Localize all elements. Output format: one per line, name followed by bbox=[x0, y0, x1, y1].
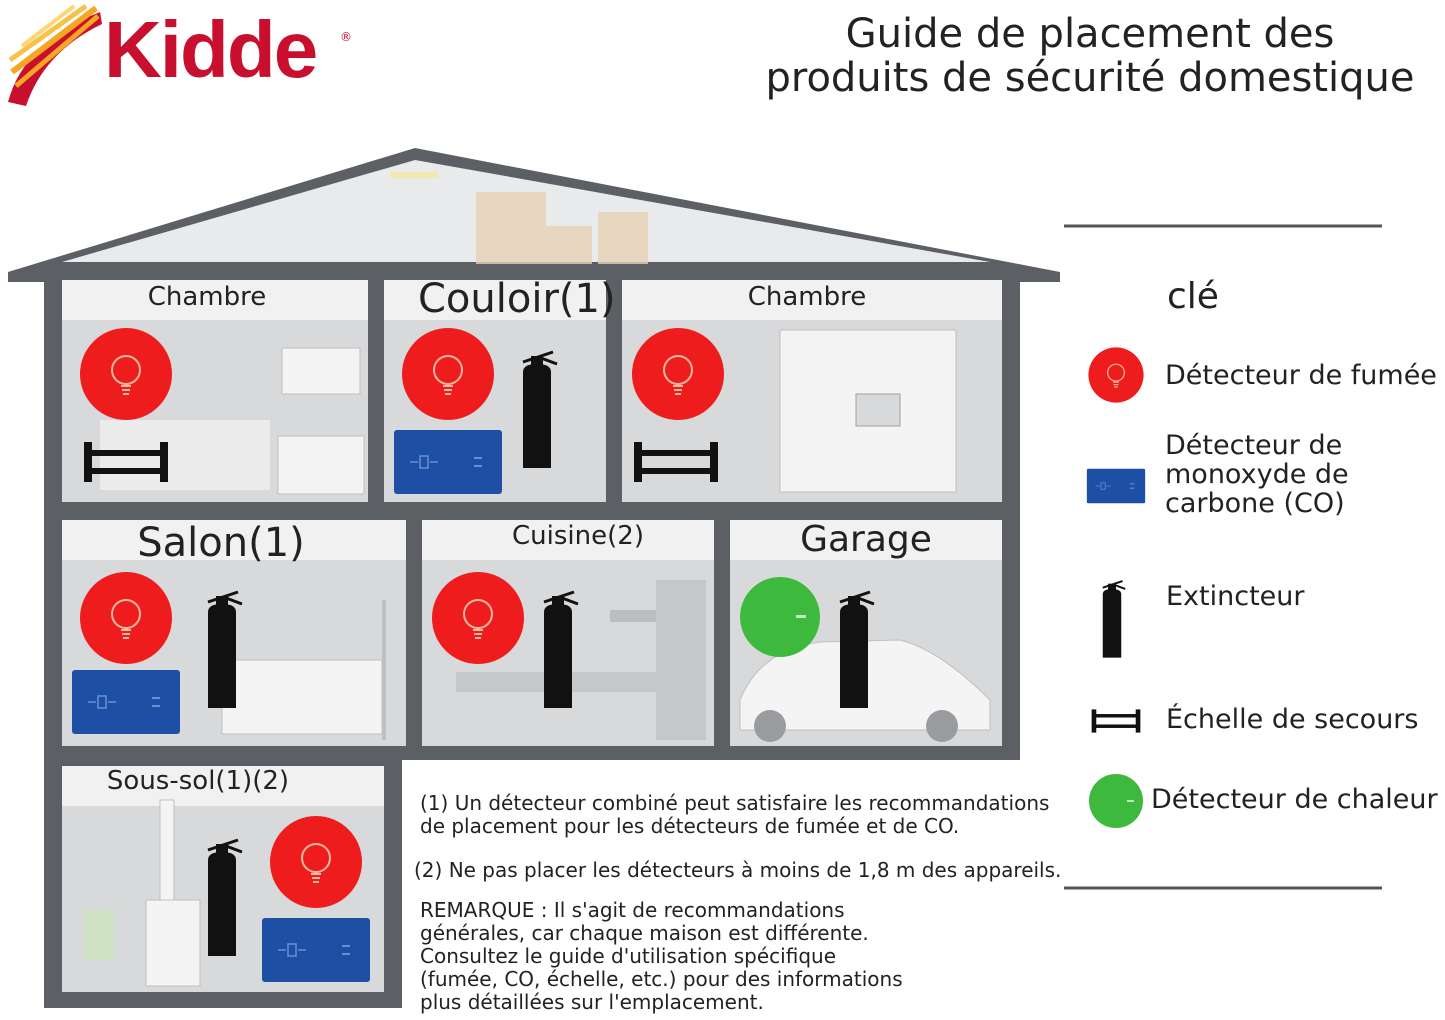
title-line-2: produits de sécurité domestique bbox=[765, 55, 1415, 101]
logo-sun-icon bbox=[8, 3, 102, 106]
smoke-detector-icon bbox=[269, 815, 363, 909]
co-detector-icon bbox=[261, 917, 371, 983]
key-co-detector-icon bbox=[1086, 468, 1146, 504]
smoke-detector-icon bbox=[401, 327, 495, 421]
room-label-sous-sol: Sous-sol(1)(2) bbox=[106, 766, 290, 796]
room-label-chambre-2: Chambre bbox=[747, 282, 867, 312]
smoke-detector-icon bbox=[631, 327, 725, 421]
footnote-1: (1) Un détecteur combiné peut satisfaire… bbox=[420, 791, 1050, 838]
footnote-2: (2) Ne pas placer les détecteurs à moins… bbox=[414, 858, 1062, 882]
key-label-ladder: Échelle de secours bbox=[1166, 704, 1419, 735]
heat-detector-icon bbox=[740, 577, 820, 657]
key-label-smoke: Détecteur de fumée bbox=[1165, 360, 1437, 391]
room-label-cuisine: Cuisine(2) bbox=[512, 521, 644, 551]
key-label-heat: Détecteur de chaleur bbox=[1151, 784, 1438, 815]
key-smoke-detector-icon bbox=[1087, 346, 1145, 404]
co-detector-icon bbox=[393, 429, 503, 495]
brand-name: Kidde bbox=[104, 5, 318, 94]
key-heat-detector-icon bbox=[1089, 774, 1143, 828]
smoke-detector-icon bbox=[79, 327, 173, 421]
co-detector-icon bbox=[71, 669, 181, 735]
registered-mark: ® bbox=[340, 30, 352, 44]
key-label-co: Détecteur de monoxyde de carbone (CO) bbox=[1165, 430, 1349, 519]
key-escape-ladder-icon bbox=[1091, 709, 1141, 733]
room-label-garage: Garage bbox=[800, 519, 932, 560]
page-title: Guide de placement des produits de sécur… bbox=[740, 12, 1440, 100]
room-label-salon: Salon(1) bbox=[137, 520, 305, 566]
remark-note: REMARQUE : Il s'agit de recommandations … bbox=[420, 898, 903, 1014]
room-label-chambre-1: Chambre bbox=[147, 282, 267, 312]
smoke-detector-icon bbox=[79, 571, 173, 665]
kidde-logo bbox=[8, 3, 102, 106]
key-fire-extinguisher-icon bbox=[1101, 580, 1127, 659]
title-line-1: Guide de placement des bbox=[845, 11, 1335, 57]
key-label-extinguisher: Extincteur bbox=[1166, 581, 1305, 612]
key-title: clé bbox=[1167, 276, 1219, 317]
smoke-detector-icon bbox=[431, 571, 525, 665]
room-label-couloir: Couloir(1) bbox=[418, 276, 616, 322]
